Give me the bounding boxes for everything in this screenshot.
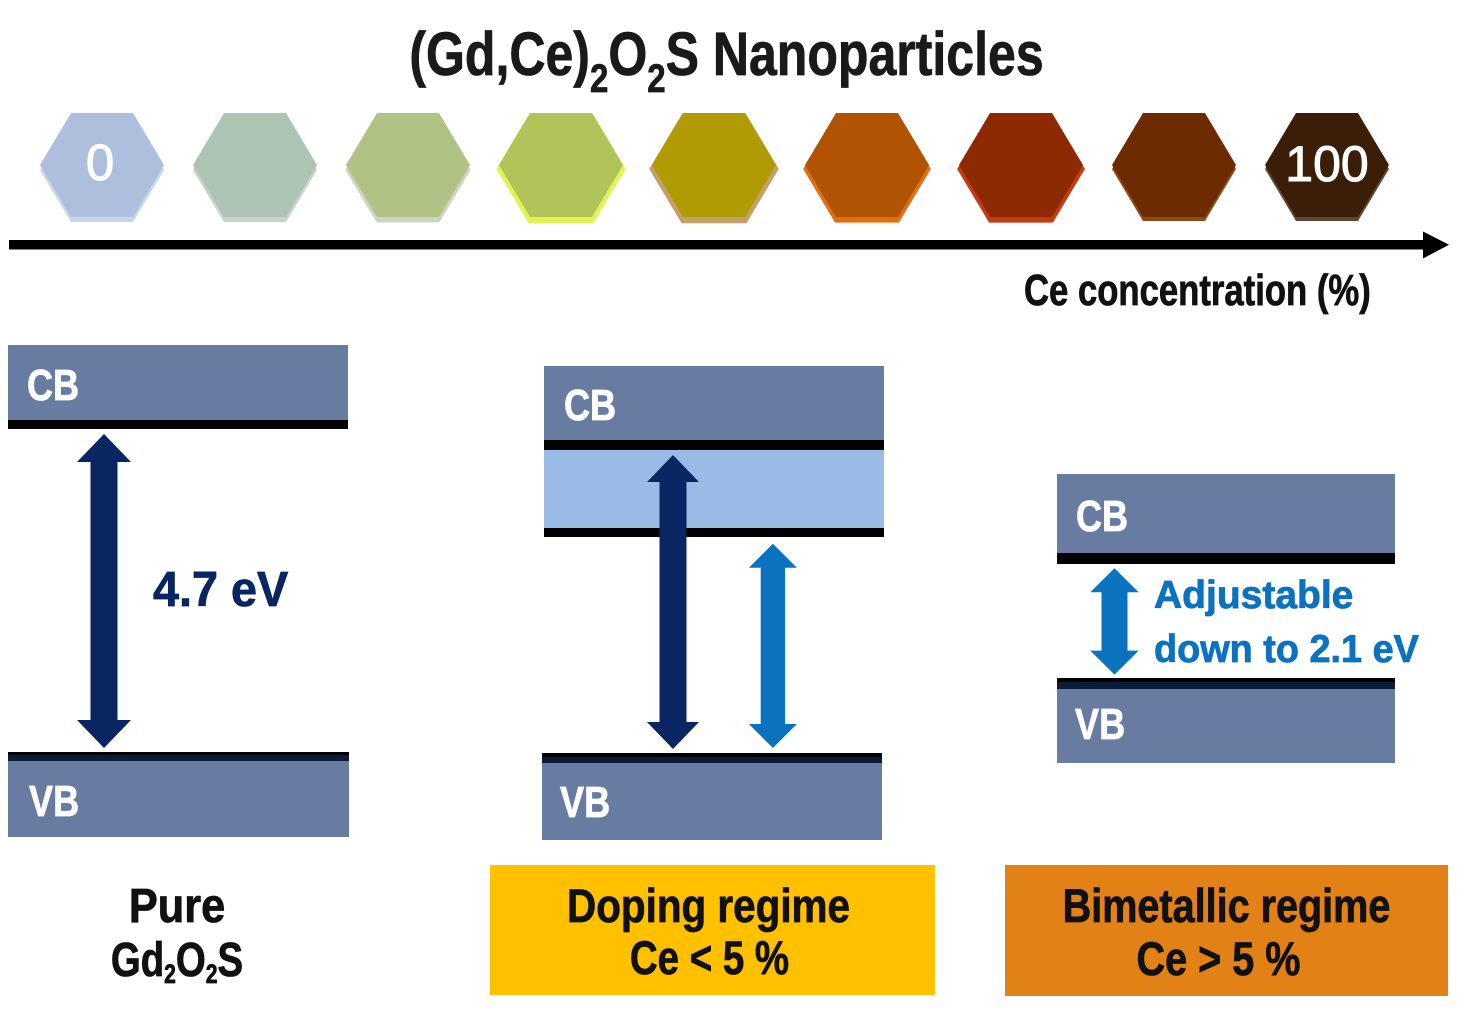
svg-text:0: 0 (86, 134, 114, 191)
svg-text:100: 100 (1285, 136, 1368, 192)
